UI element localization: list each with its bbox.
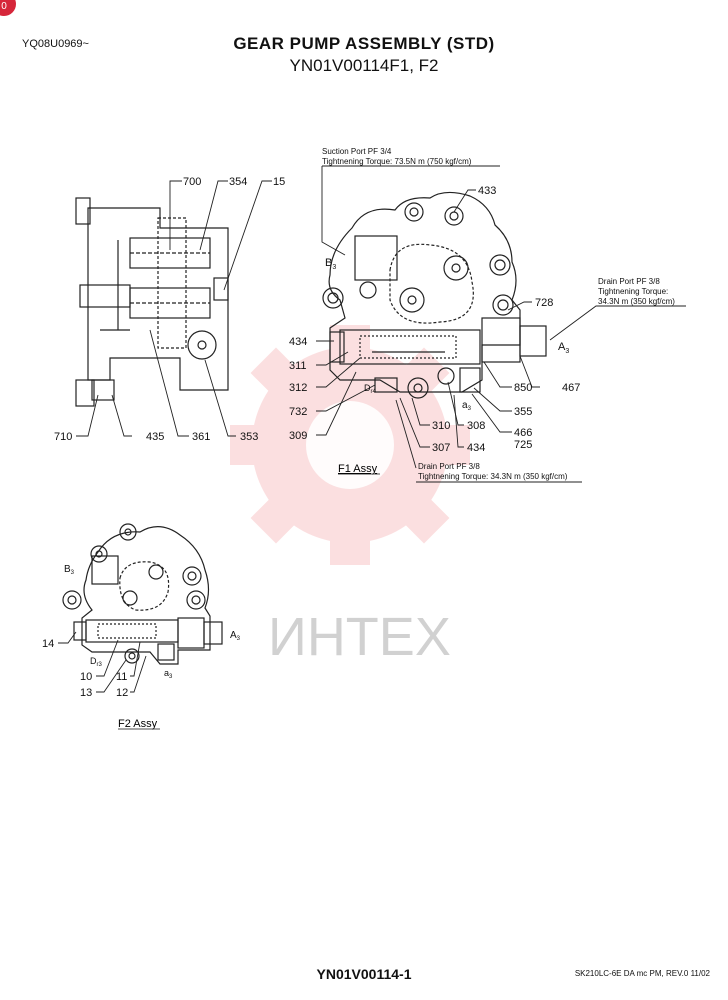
callout-311: 311 bbox=[289, 360, 307, 372]
side-view-drawing bbox=[75, 197, 229, 407]
document-code: YQ08U0969~ bbox=[22, 38, 89, 50]
drain-note-right-line1: Drain Port PF 3/8 bbox=[598, 277, 660, 286]
leader-lines bbox=[58, 165, 686, 693]
callout-710: 710 bbox=[54, 431, 72, 443]
suction-note-line2: Tightnening Torque: 73.5N m (750 kgf/cm) bbox=[322, 157, 472, 166]
footer-reference: SK210LC-6E DA mc PM, REV.0 11/02 bbox=[574, 969, 710, 978]
callout-728: 728 bbox=[535, 297, 553, 309]
footer-part-number: YN01V00114-1 bbox=[316, 966, 412, 982]
callout-732: 732 bbox=[289, 406, 307, 418]
callout-355: 355 bbox=[514, 406, 532, 418]
callout-434-bottom: 434 bbox=[467, 442, 485, 454]
corner-badge: 0 bbox=[0, 0, 16, 16]
f1-port-dr4: Dr4 bbox=[364, 383, 376, 395]
watermark-text: ИHTEX bbox=[268, 607, 451, 667]
callout-312: 312 bbox=[289, 382, 307, 394]
callout-13: 13 bbox=[80, 687, 92, 699]
drain-note-right-line3: 34.3N m (350 kgf/cm) bbox=[598, 297, 675, 306]
callout-354: 354 bbox=[229, 176, 247, 188]
f1-port-a3: A3 bbox=[558, 341, 569, 355]
suction-note-line1: Suction Port PF 3/4 bbox=[322, 147, 392, 156]
watermark-gear-hole bbox=[306, 401, 394, 489]
f2-port-b3: B3 bbox=[64, 564, 75, 576]
callout-11: 11 bbox=[116, 671, 127, 683]
page-subtitle: YN01V00114F1, F2 bbox=[289, 56, 439, 75]
f1-front-view-drawing bbox=[322, 191, 547, 399]
callout-435: 435 bbox=[146, 431, 164, 443]
callout-310: 310 bbox=[432, 420, 450, 432]
callout-466: 466 bbox=[514, 427, 532, 439]
callout-700: 700 bbox=[183, 176, 201, 188]
page-title: GEAR PUMP ASSEMBLY (STD) bbox=[233, 34, 495, 53]
f1-port-b3: B3 bbox=[325, 257, 336, 271]
drain-note-bottom-line1: Drain Port PF 3/8 bbox=[418, 462, 480, 471]
callout-15: 15 bbox=[273, 176, 285, 188]
callout-308: 308 bbox=[467, 420, 485, 432]
f2-port-a3-small: a3 bbox=[164, 668, 173, 680]
f2-port-dr3: Dr3 bbox=[90, 656, 102, 668]
callout-12: 12 bbox=[116, 687, 128, 699]
callout-467: 467 bbox=[562, 382, 580, 394]
f1-port-a3-small: a3 bbox=[462, 400, 472, 412]
f2-view-drawing bbox=[62, 523, 223, 665]
callout-361: 361 bbox=[192, 431, 210, 443]
callout-307: 307 bbox=[432, 442, 450, 454]
callout-434-left: 434 bbox=[289, 336, 307, 348]
callout-850: 850 bbox=[514, 382, 532, 394]
f1-assy-label: F1 Assy bbox=[338, 463, 378, 475]
drain-note-right-line2: Tightnening Torque: bbox=[598, 287, 668, 296]
callout-353: 353 bbox=[240, 431, 258, 443]
f2-assy-label: F2 Assy bbox=[118, 718, 158, 730]
callout-433: 433 bbox=[478, 185, 496, 197]
callout-14: 14 bbox=[42, 638, 54, 650]
callout-725: 725 bbox=[514, 439, 532, 451]
callout-10: 10 bbox=[80, 671, 92, 683]
callout-309: 309 bbox=[289, 430, 307, 442]
f2-port-a3: A3 bbox=[230, 630, 241, 642]
drain-note-bottom-line2: Tightnening Torque: 34.3N m (350 kgf/cm) bbox=[418, 472, 568, 481]
